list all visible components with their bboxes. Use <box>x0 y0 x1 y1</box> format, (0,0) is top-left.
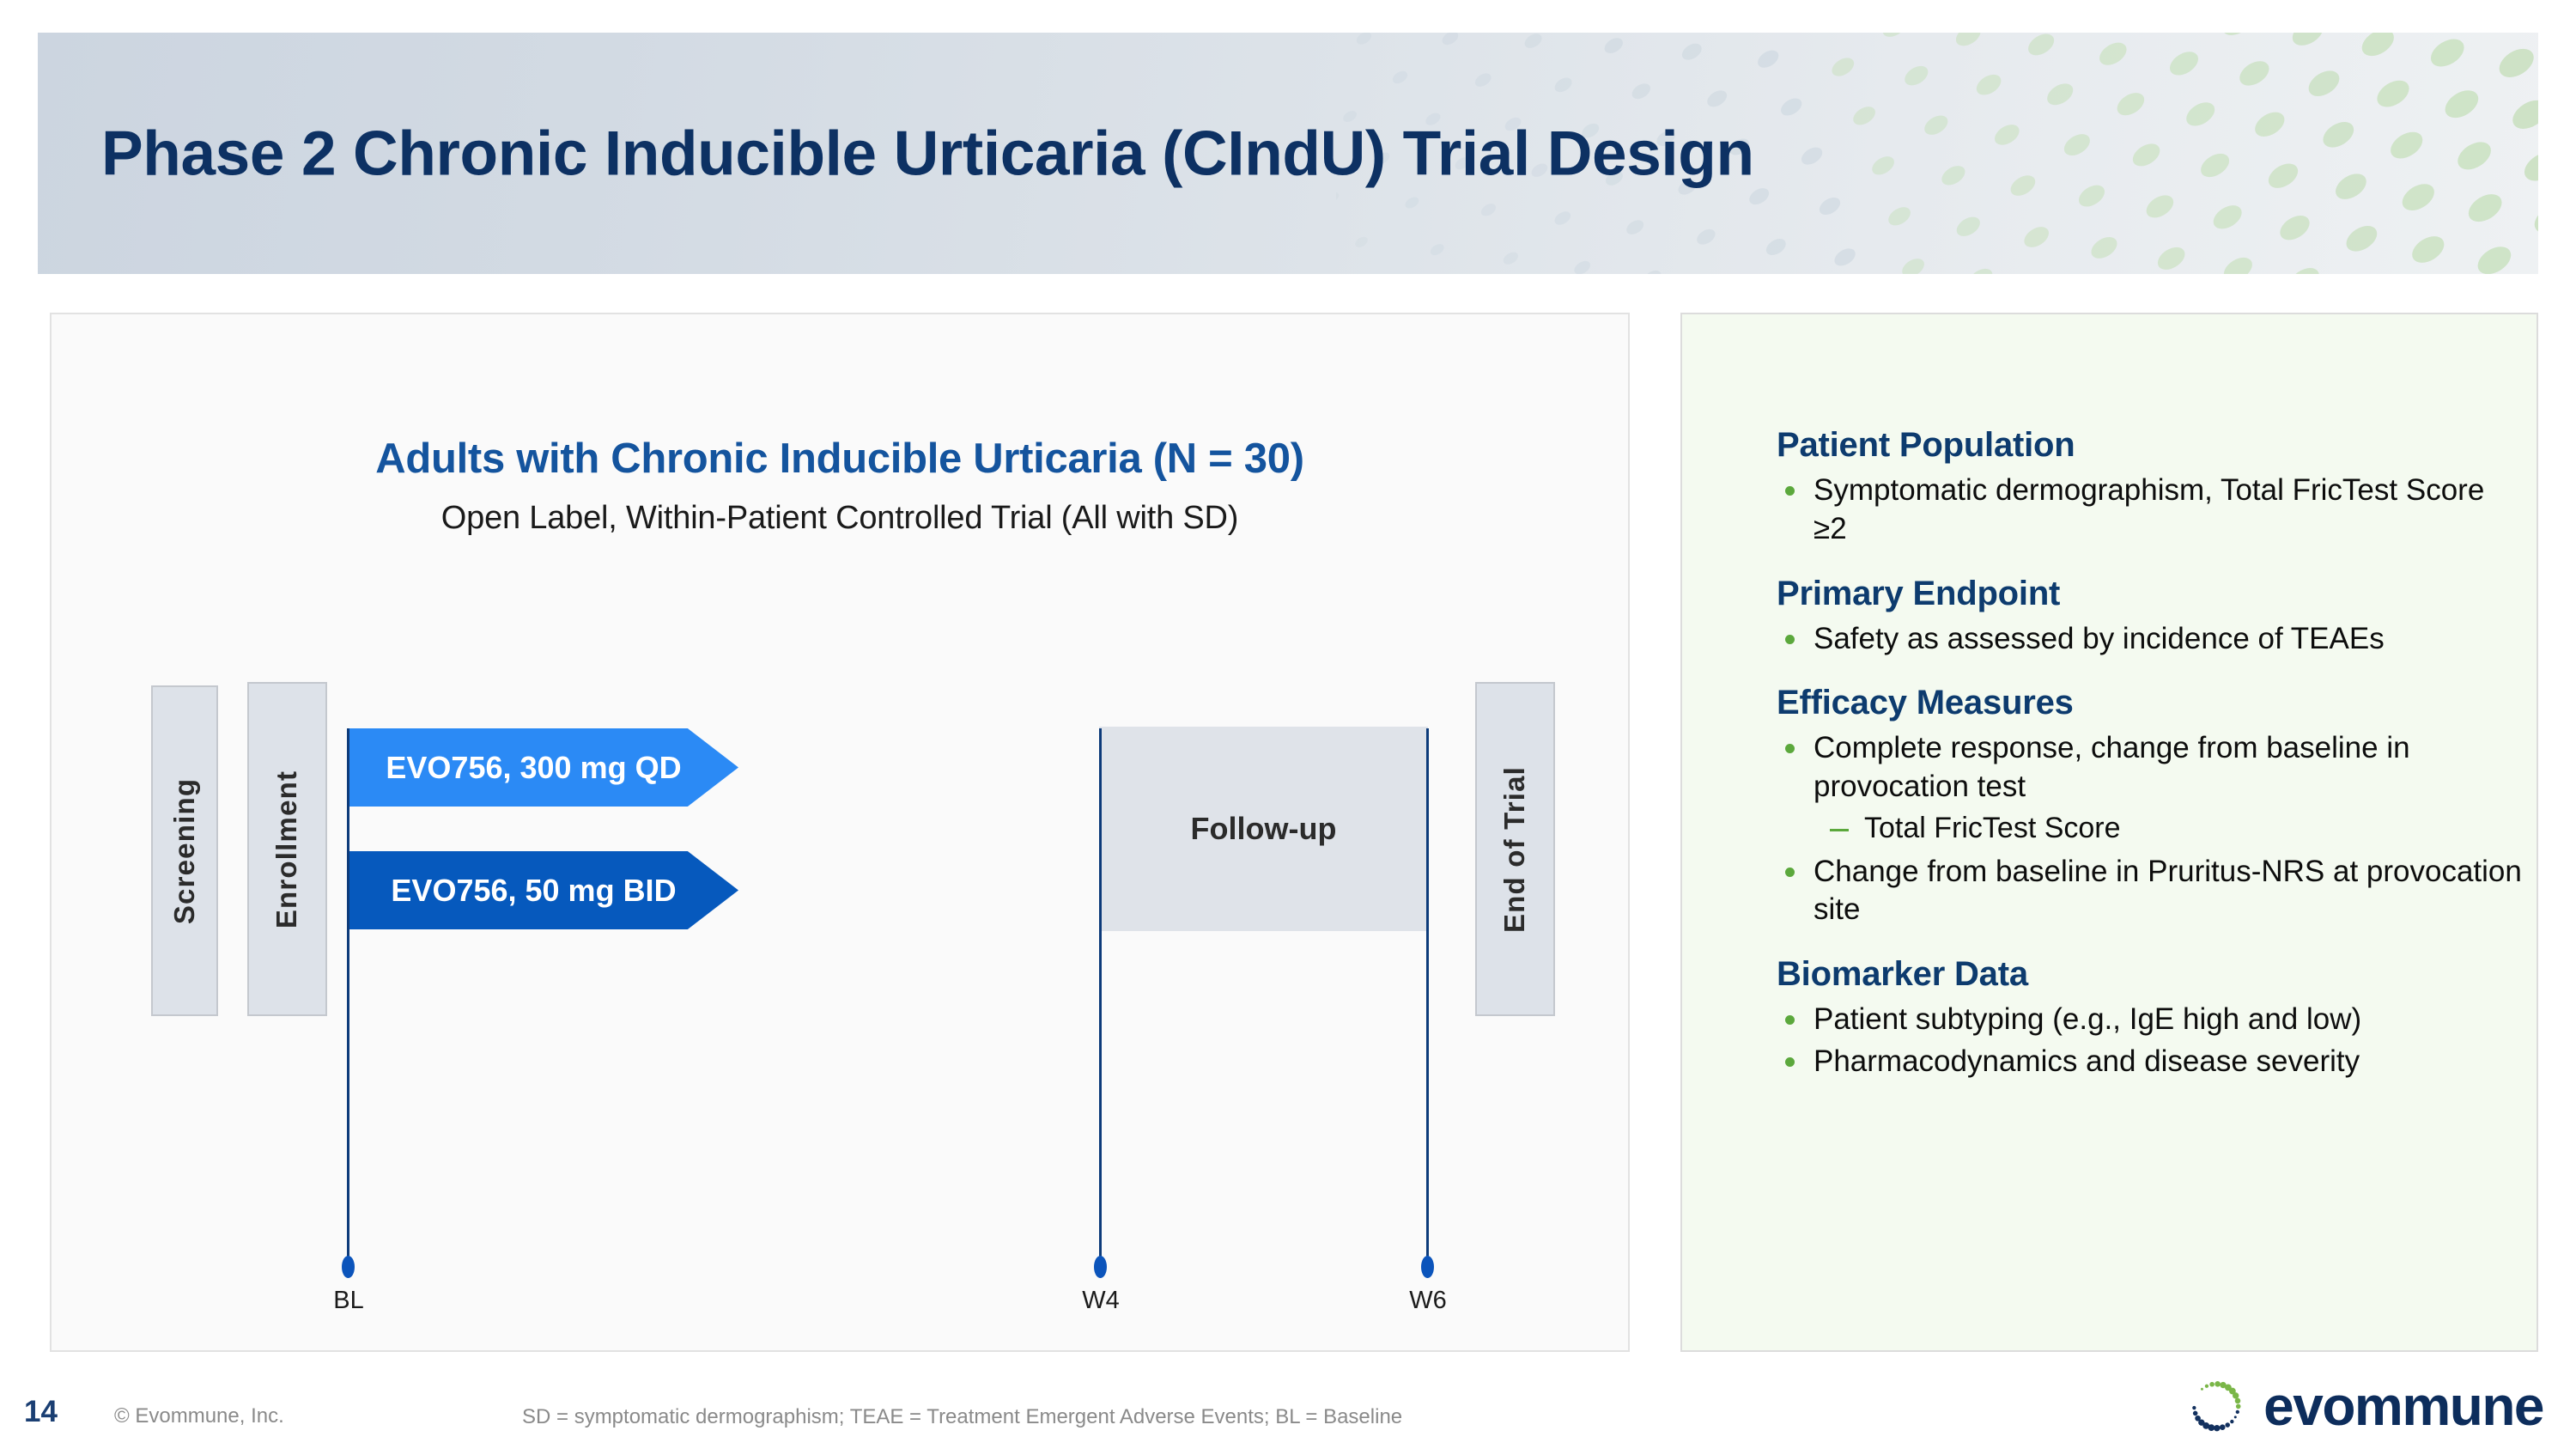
phase-box-enrollment-label: Enrollment <box>270 770 303 928</box>
treatment-arm-qd-label: EVO756, 300 mg QD <box>386 749 682 785</box>
section-heading: Patient Population <box>1777 426 2075 464</box>
bullet-dot-icon <box>1785 744 1795 754</box>
list-item: Pharmacodynamics and disease severity <box>1777 1043 2524 1081</box>
timepoint-dot-w6 <box>1421 1256 1434 1278</box>
phase-box-end-of-trial: End of Trial <box>1475 682 1555 1016</box>
list-item-text: Pharmacodynamics and disease severity <box>1814 1044 2360 1078</box>
trial-details-panel: Patient Population Symptomatic dermograp… <box>1680 313 2538 1352</box>
section-biomarker-data: Biomarker Data Patient subtyping (e.g., … <box>1777 955 2524 1081</box>
bullet-dot-icon <box>1785 634 1795 644</box>
phase-box-screening-label: Screening <box>168 777 201 924</box>
title-banner: Phase 2 Chronic Inducible Urticaria (CIn… <box>38 33 2538 274</box>
bullet-dot-icon <box>1785 486 1795 496</box>
phase-box-end-of-trial-label: End of Trial <box>1498 765 1531 933</box>
dash-icon <box>1830 828 1849 831</box>
phase-box-enrollment: Enrollment <box>247 682 327 1016</box>
section-heading: Efficacy Measures <box>1777 684 2074 722</box>
list-item-text: Change from baseline in Pruritus-NRS at … <box>1814 854 2522 927</box>
follow-up-block <box>1099 727 1428 931</box>
trial-details-list: Patient Population Symptomatic dermograp… <box>1777 426 2524 1085</box>
section-heading: Biomarker Data <box>1777 955 2028 994</box>
list-item: Symptomatic dermographism, Total FricTes… <box>1777 472 2524 549</box>
list-item: Change from baseline in Pruritus-NRS at … <box>1777 853 2524 930</box>
list-item: Complete response, change from baseline … <box>1777 729 2524 807</box>
treatment-arm-bid-label: EVO756, 50 mg BID <box>391 872 677 908</box>
sub-list-item: Total FricTest Score <box>1830 810 2524 848</box>
section-efficacy-measures: Efficacy Measures Complete response, cha… <box>1777 684 2524 929</box>
timepoint-dot-bl <box>342 1256 355 1278</box>
bullet-dot-icon <box>1785 867 1795 877</box>
evommune-logo: evommune <box>2183 1373 2544 1440</box>
list-item-text: Symptomatic dermographism, Total FricTes… <box>1814 473 2485 545</box>
timepoint-label-w6: W6 <box>1409 1287 1447 1314</box>
trial-design-panel: Adults with Chronic Inducible Urticaria … <box>50 313 1630 1352</box>
list-item: Patient subtyping (e.g., IgE high and lo… <box>1777 1001 2524 1039</box>
timepoint-line-w4 <box>1099 728 1102 1261</box>
section-heading: Primary Endpoint <box>1777 574 2061 612</box>
treatment-arm-bid: EVO756, 50 mg BID <box>348 851 738 929</box>
section-patient-population: Patient Population Symptomatic dermograp… <box>1777 426 2524 549</box>
logo-dot-circle-icon <box>2192 1381 2241 1432</box>
sub-list-item-text: Total FricTest Score <box>1864 811 2121 844</box>
trial-schema-diagram: Screening Enrollment End of Trial EVO756… <box>52 314 1631 1354</box>
list-item: Safety as assessed by incidence of TEAEs <box>1777 620 2524 659</box>
bullet-dot-icon <box>1785 1056 1795 1067</box>
design-heading: Adults with Chronic Inducible Urticaria … <box>375 435 1304 482</box>
timepoint-dot-w4 <box>1094 1256 1107 1278</box>
copyright-notice: © Evommune, Inc. <box>114 1404 284 1428</box>
timepoint-label-bl: BL <box>333 1287 364 1314</box>
page-title: Phase 2 Chronic Inducible Urticaria (CIn… <box>101 119 1754 188</box>
list-item-text: Safety as assessed by incidence of TEAEs <box>1814 621 2385 655</box>
timepoint-line-w6 <box>1426 728 1429 1261</box>
section-primary-endpoint: Primary Endpoint Safety as assessed by i… <box>1777 575 2524 659</box>
design-subheading: Open Label, Within-Patient Controlled Tr… <box>440 500 1239 536</box>
timepoint-label-w4: W4 <box>1082 1287 1120 1314</box>
list-item-text: Patient subtyping (e.g., IgE high and lo… <box>1814 1002 2362 1037</box>
abbreviations-footnote: SD = symptomatic dermographism; TEAE = T… <box>522 1405 1403 1428</box>
phase-box-screening: Screening <box>151 685 218 1016</box>
list-item-text: Complete response, change from baseline … <box>1814 731 2410 804</box>
timepoint-line-bl <box>347 728 349 1261</box>
bullet-dot-icon <box>1785 1015 1795 1026</box>
page-number: 14 <box>24 1395 58 1428</box>
treatment-arm-qd: EVO756, 300 mg QD <box>348 728 738 807</box>
logo-wordmark: evommune <box>2263 1375 2544 1437</box>
follow-up-label: Follow-up <box>1190 811 1337 846</box>
